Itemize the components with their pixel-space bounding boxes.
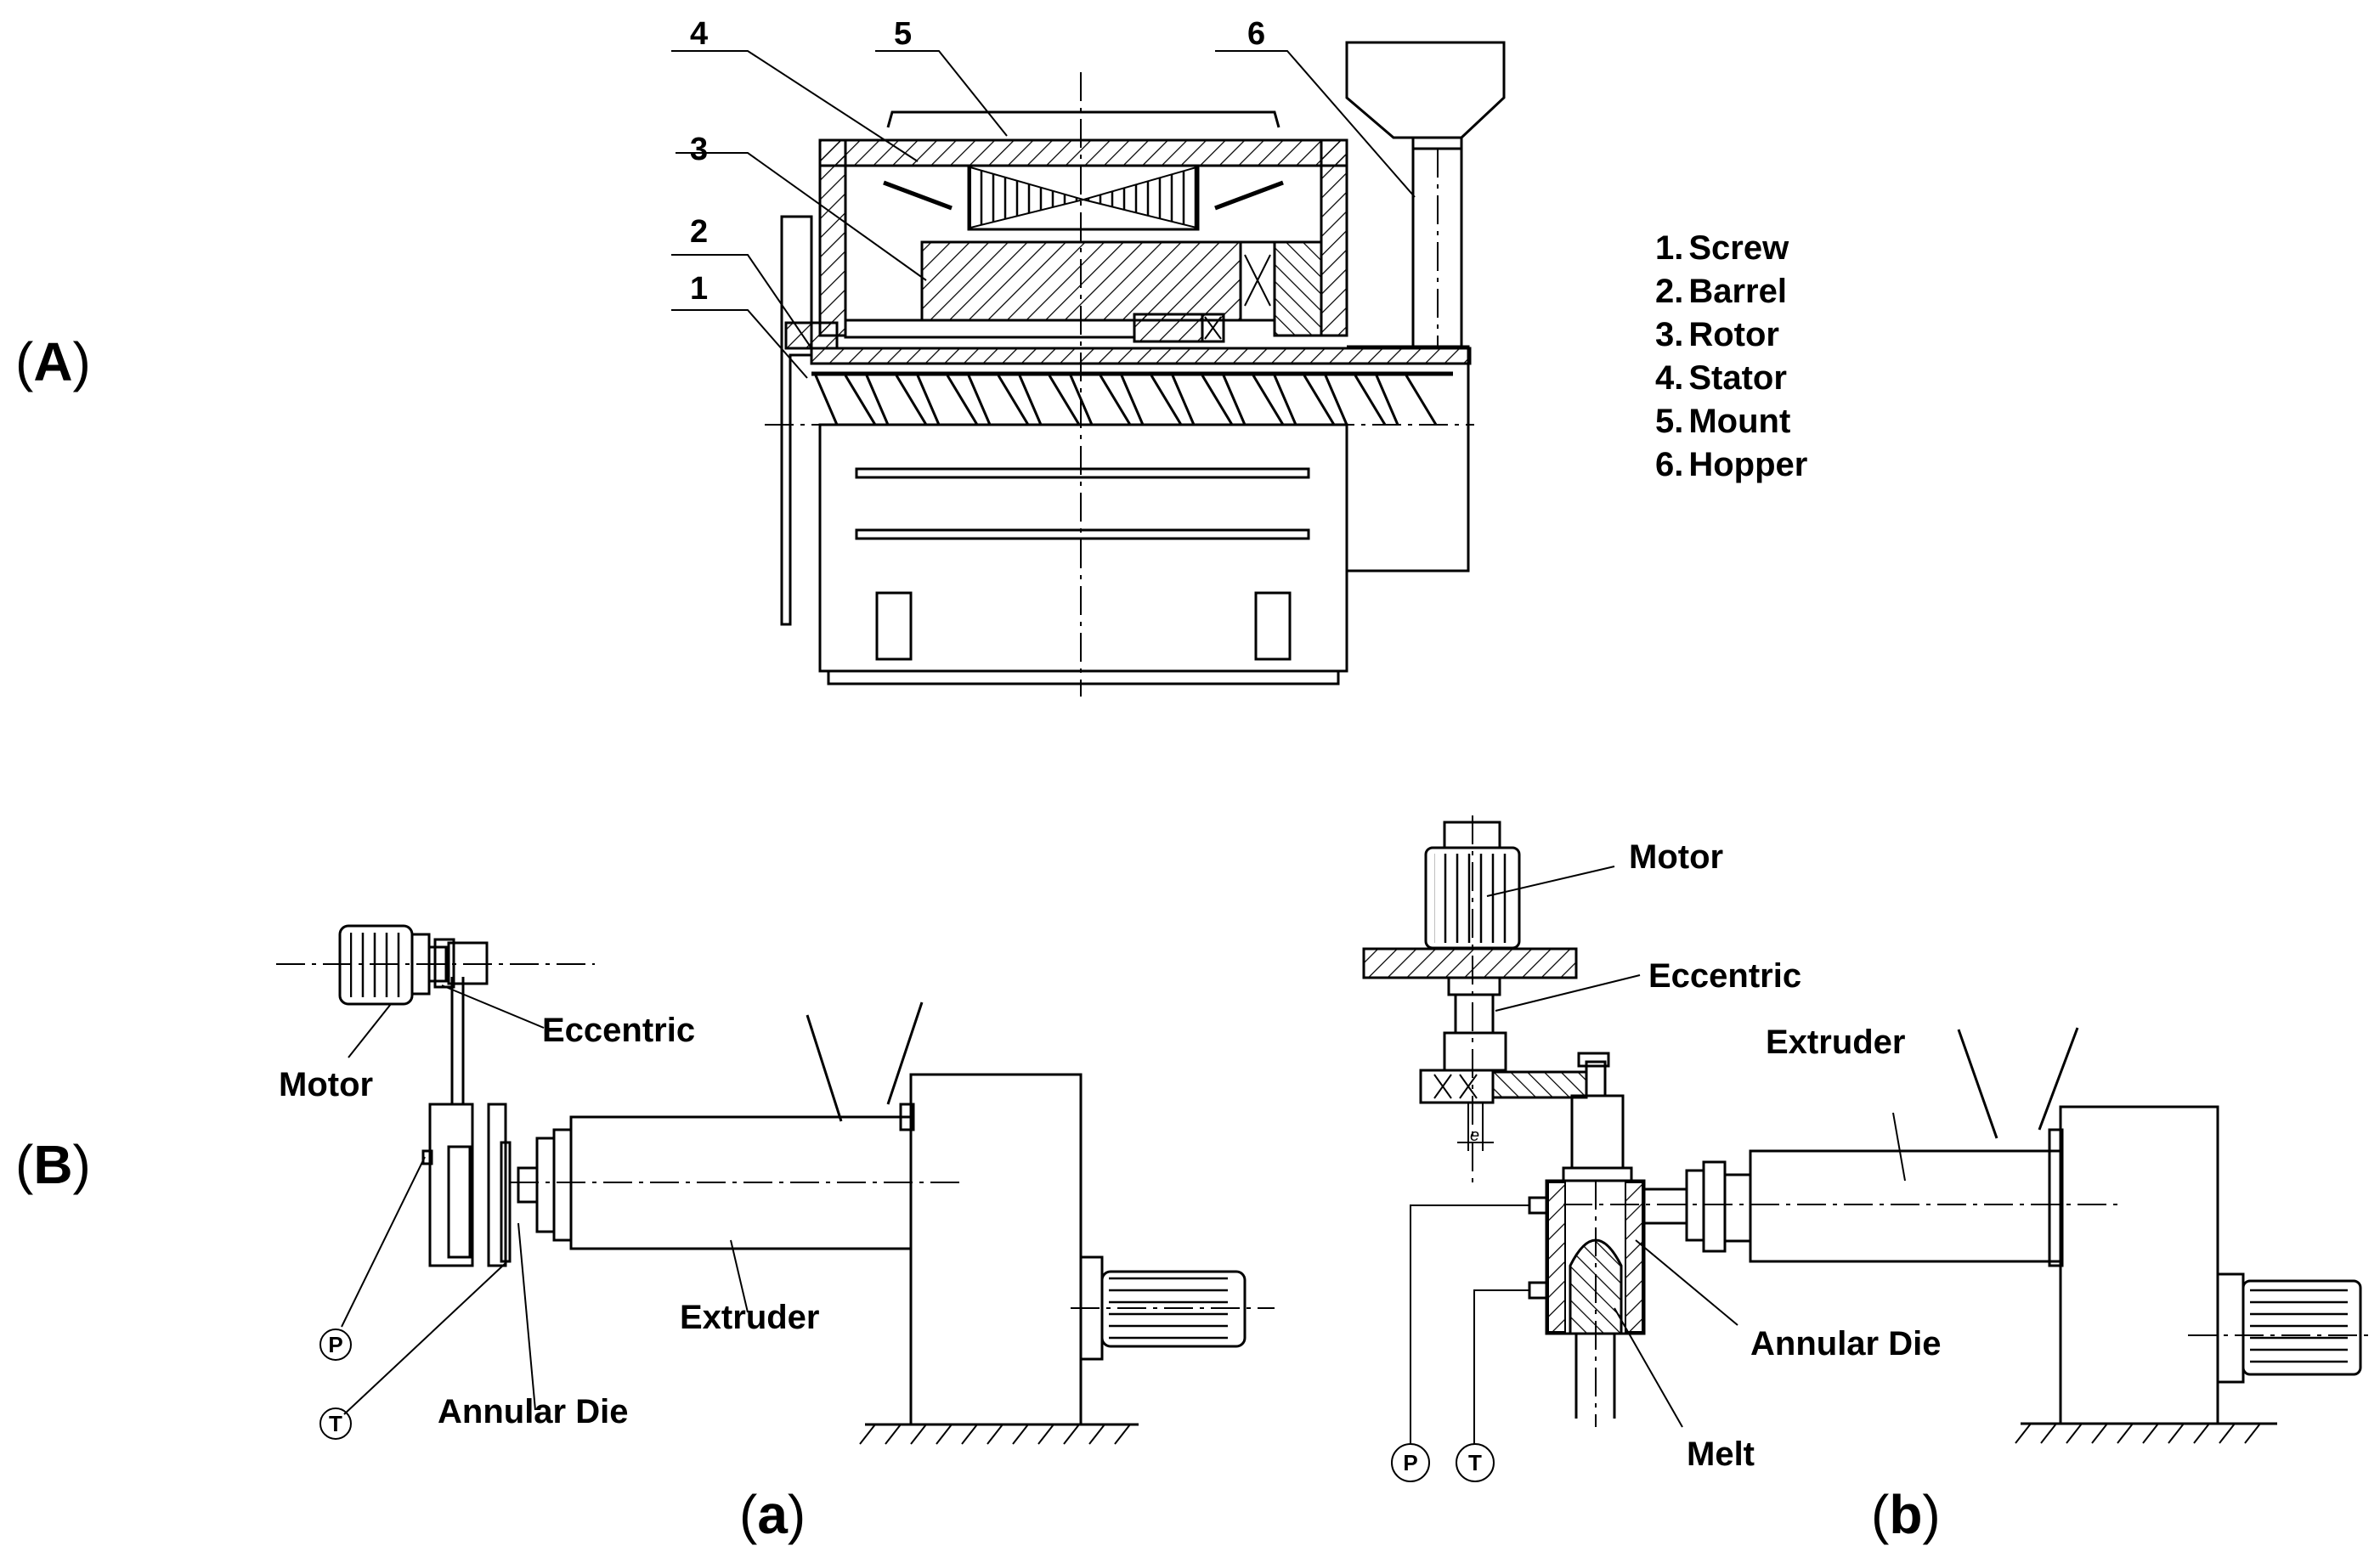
callout-5: 5	[894, 16, 912, 52]
subfigure-b-label: (b)	[1871, 1484, 1941, 1545]
annular-die-label-a: Annular Die	[438, 1393, 628, 1430]
callout-6: 6	[1247, 16, 1265, 52]
subfigure-a-label: (a)	[739, 1484, 806, 1545]
motor-extruder-cross-section	[765, 41, 1506, 697]
temperature-sensor-label-b: T	[1468, 1450, 1482, 1475]
subfigure-a: P T Motor Eccentric Extruder Annular Die…	[276, 924, 1275, 1545]
callout-3: 3	[690, 132, 708, 167]
callout-2: 2	[690, 214, 708, 250]
motor-label-a: Motor	[279, 1066, 373, 1103]
legend-item-6: 6.Hopper	[1655, 446, 1807, 483]
screw-flights	[811, 371, 1453, 426]
panel-a-label: (A)	[15, 331, 91, 392]
legend-item-2: 2.Barrel	[1655, 273, 1787, 310]
annular-die-label-b: Annular Die	[1750, 1325, 1941, 1362]
callout-4: 4	[690, 16, 708, 52]
legend-item-1: 1.Screw	[1655, 229, 1789, 267]
melt-label-b: Melt	[1687, 1436, 1755, 1473]
eccentric-label-a: Eccentric	[542, 1012, 695, 1049]
subfigure-b: e	[1362, 815, 2371, 1545]
panel-b: (B)	[15, 815, 2371, 1545]
extruder-label-a: Extruder	[680, 1299, 820, 1336]
parts-legend: 1.Screw 2.Barrel 3.Rotor 4.Stator 5.Moun…	[1655, 229, 1807, 483]
pressure-sensor-label-a: P	[328, 1332, 342, 1357]
temperature-sensor-label-a: T	[329, 1411, 342, 1436]
legend-item-3: 3.Rotor	[1655, 316, 1779, 353]
pressure-sensor-label-b: P	[1403, 1450, 1417, 1475]
callout-1: 1	[690, 271, 708, 307]
motor-label-b: Motor	[1629, 838, 1723, 876]
eccentricity-e-label: e	[1470, 1126, 1479, 1145]
extruder-label-b: Extruder	[1766, 1024, 1906, 1061]
legend-item-5: 5.Mount	[1655, 403, 1790, 440]
panel-b-label: (B)	[15, 1134, 91, 1195]
callout-leaders	[671, 50, 1416, 379]
panel-a: (A)	[15, 16, 1807, 697]
eccentric-label-b: Eccentric	[1648, 957, 1801, 995]
legend-item-4: 4.Stator	[1655, 359, 1787, 397]
